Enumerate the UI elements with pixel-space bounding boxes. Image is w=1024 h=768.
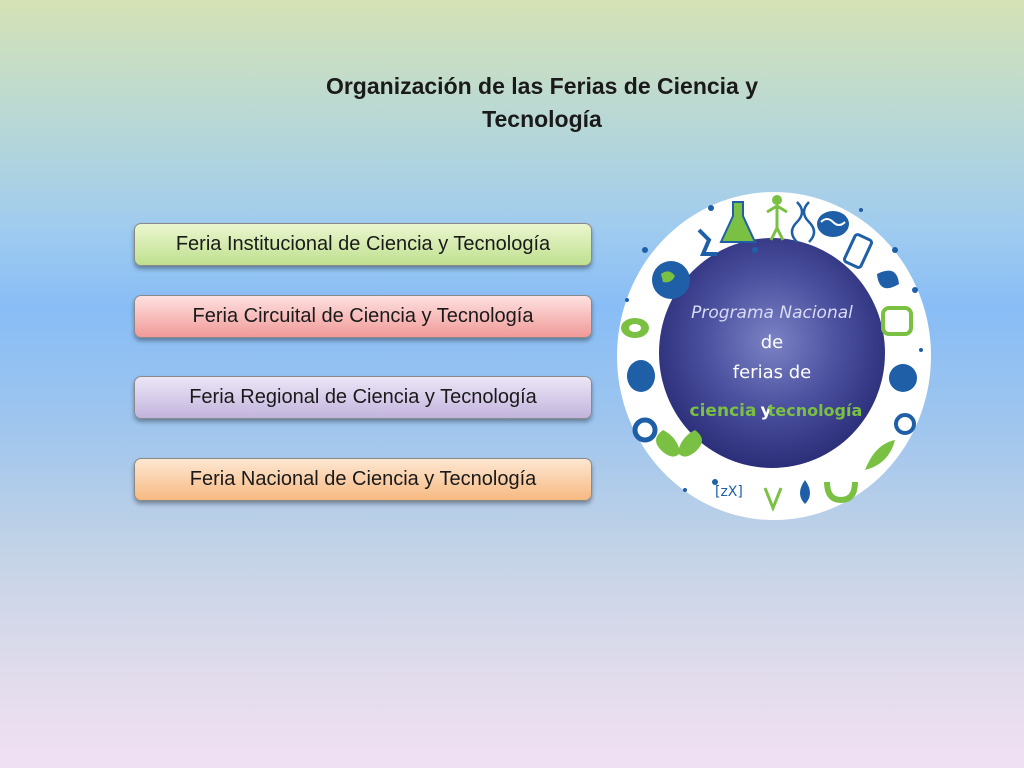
- flask-icon: [719, 201, 757, 243]
- dna-icon: [790, 201, 816, 243]
- magnet-icon: [824, 481, 858, 504]
- svg-text:ciencia: ciencia: [690, 401, 757, 421]
- recycle-icon: [889, 364, 917, 392]
- logo-center: [659, 238, 885, 468]
- butterfly-icon: [656, 430, 702, 457]
- brain-icon: [817, 211, 849, 237]
- feria-nacional-button[interactable]: Feria Nacional de Ciencia y Tecnología: [134, 458, 592, 501]
- plant-icon: [865, 440, 895, 470]
- programa-ferias-logo: [zX] Programa: [615, 190, 933, 522]
- feria-regional-button[interactable]: Feria Regional de Ciencia y Tecnología: [134, 376, 592, 419]
- microscope-icon: [697, 228, 717, 256]
- leaf-icon: [877, 270, 899, 289]
- feria-circuital-button[interactable]: Feria Circuital de Ciencia y Tecnología: [134, 295, 592, 338]
- science-icons: [zX]: [621, 195, 923, 513]
- feria-institucional-button[interactable]: Feria Institucional de Ciencia y Tecnolo…: [134, 223, 592, 266]
- svg-text:y: y: [760, 401, 771, 421]
- svg-text:Programa Nacional: Programa Nacional: [691, 303, 853, 323]
- slide-title: Organización de las Ferias de Ciencia y …: [325, 73, 759, 132]
- phone-icon: [842, 233, 874, 269]
- svg-text:tecnología: tecnología: [768, 401, 863, 420]
- logo-text: Programa Nacional de ferias de ciencia y…: [690, 303, 863, 421]
- atom-ring-icon: [632, 417, 658, 443]
- magnifier-icon: [894, 413, 916, 435]
- svg-text:de: de: [761, 332, 784, 353]
- person-icon: [772, 195, 782, 205]
- drop-icon: [800, 480, 810, 504]
- svg-text:ferias de: ferias de: [733, 362, 811, 383]
- formula-icon: [zX]: [715, 484, 743, 500]
- frog-icon: [627, 360, 655, 392]
- lab-device-icon: [881, 306, 913, 336]
- v-symbol-icon: [763, 487, 783, 513]
